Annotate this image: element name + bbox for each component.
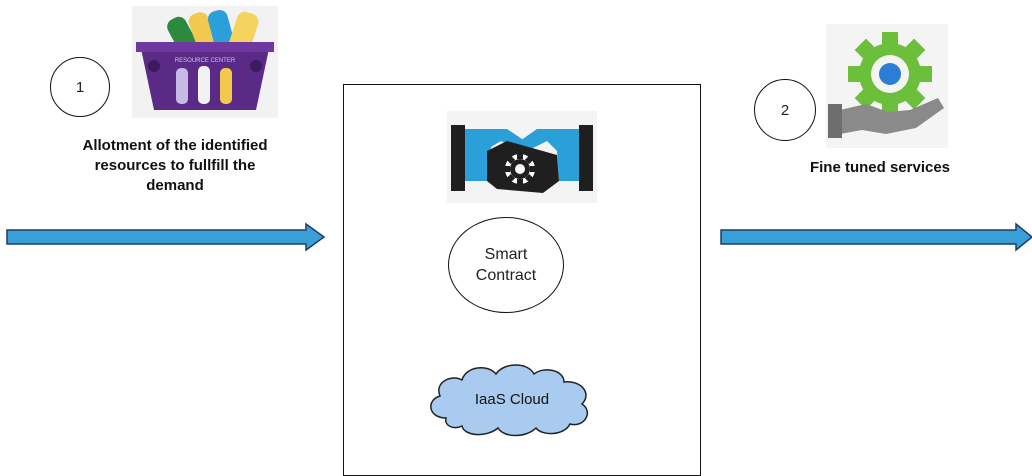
step-1-caption: Allotment of the identified resources to…: [40, 136, 310, 196]
iaas-cloud-label: IaaS Cloud: [474, 390, 550, 408]
resource-basket-icon: RESOURCE CENTER: [132, 6, 278, 118]
step-1-caption-line-2: resources to fullfill the: [94, 157, 256, 174]
step-1-caption-line-1: Allotment of the identified: [82, 137, 268, 154]
smart-contract-line-2: Contract: [475, 267, 537, 284]
step-1-number: 1: [75, 78, 85, 96]
handshake-gear-icon: [447, 111, 597, 203]
smart-contract-node: Smart Contract: [448, 217, 564, 313]
smart-contract-line-1: Smart: [484, 246, 528, 263]
step-2-caption: Fine tuned services: [809, 159, 951, 176]
step-1-marker: 1: [50, 57, 110, 117]
gear-hand-icon: [826, 24, 948, 148]
basket-text: RESOURCE CENTER: [175, 58, 236, 64]
arrow-out-of-contract: [720, 222, 1032, 252]
step-2-marker: 2: [754, 79, 816, 141]
step-2-number: 2: [780, 101, 790, 119]
cloud-icon: [424, 360, 600, 440]
arrow-into-contract: [6, 222, 326, 252]
step-1-caption-line-3: demand: [146, 177, 204, 194]
